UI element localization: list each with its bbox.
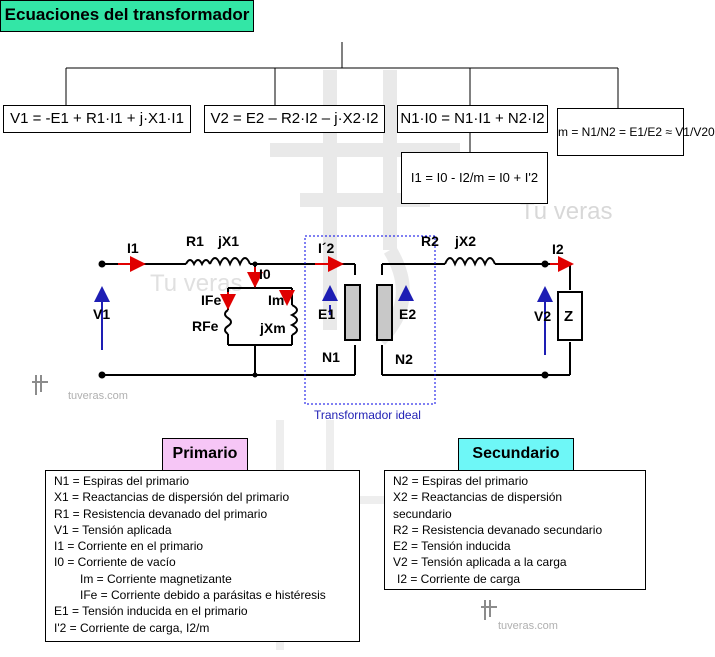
page-title: Ecuaciones del transformador: [4, 5, 250, 24]
title-box: Ecuaciones del transformador: [0, 0, 254, 32]
watermark-text-right: tuveras.com: [498, 620, 558, 632]
tree-connectors: [65, 42, 619, 152]
list-item: I2 = Corriente de carga: [397, 571, 521, 586]
label-n1: N1: [322, 349, 340, 365]
label-r2: R2: [421, 233, 439, 249]
label-z: Z: [564, 308, 574, 325]
secundario-title: Secundario: [458, 438, 574, 472]
label-jxm: jXm: [260, 320, 286, 336]
label-i2: I2: [552, 241, 564, 257]
list-item: N2 = Espiras del primario: [393, 474, 529, 488]
label-i2prime: I´2: [318, 240, 335, 256]
list-item: IFe = Corriente debido a parásitas e his…: [80, 588, 326, 603]
label-ife: IFe: [201, 292, 222, 308]
primario-list: N1 = Espiras del primario X1 = Reactanci…: [45, 470, 360, 642]
secundario-list: N2 = Espiras del primario X2 = Reactanci…: [384, 470, 646, 590]
r1-coil: [185, 259, 211, 267]
label-v2: V2: [534, 308, 552, 324]
label-rfe: RFe: [192, 318, 219, 334]
equation-m-box: m = N1/N2 = E1/E2 ≈ V1/V20: [557, 108, 715, 156]
label-ideal-transformer: Transformador ideal: [314, 408, 421, 422]
list-item: X1 = Reactancias de dispersión del prima…: [54, 490, 290, 505]
list-item: R2 = Resistencia devanado secundario: [393, 522, 603, 537]
label-jx2: jX2: [455, 233, 477, 249]
list-item: E1 = Tensión inducida en el primario: [54, 604, 248, 619]
list-item: secundario: [393, 506, 452, 521]
xm-coil: [289, 304, 298, 336]
list-item: N1 = Espiras del primario: [54, 474, 190, 488]
label-n2: N2: [395, 351, 413, 367]
list-item: I0 = Corriente de vacío: [54, 555, 176, 570]
equation-v2: V2 = E2 – R2·I2 – j·X2·I2: [210, 110, 379, 127]
equation-v2-box: V2 = E2 – R2·I2 – j·X2·I2: [204, 105, 385, 133]
list-item: E2 = Tensión inducida: [393, 539, 511, 554]
small-logo-left: [32, 375, 48, 395]
equation-i-box: I1 = I0 - I2/m = I0 + I'2: [401, 152, 548, 204]
core-secondary: [376, 284, 393, 341]
list-item: V1 = Tensión aplicada: [54, 522, 172, 537]
load-z-box: [557, 291, 583, 341]
equation-n: N1·I0 = N1·I1 + N2·I2: [400, 110, 545, 127]
core-primary: [344, 284, 361, 341]
ideal-transformer-box: [304, 235, 436, 405]
watermark-text-left: tuveras.com: [68, 390, 128, 402]
list-item: Im = Corriente magnetizante: [80, 571, 232, 586]
circuit-diagram: [94, 235, 583, 405]
equation-v1-box: V1 = -E1 + R1·I1 + j·X1·I1: [3, 105, 191, 133]
equation-i: I1 = I0 - I2/m = I0 + I'2: [410, 170, 539, 185]
list-item: V2 = Tensión aplicada a la carga: [393, 555, 567, 570]
list-item: I'2 = Corriente de carga, I2/m: [54, 620, 210, 635]
list-item: R1 = Resistencia devanado del primario: [54, 506, 268, 521]
equation-v1: V1 = -E1 + R1·I1 + j·X1·I1: [10, 110, 184, 127]
label-e1: E1: [318, 306, 336, 322]
small-logo-right: [481, 600, 497, 620]
label-i1: I1: [127, 240, 139, 256]
list-item: I1 = Corriente en el primario: [54, 539, 204, 554]
primario-title: Primario: [162, 438, 248, 472]
label-im: Im: [268, 292, 285, 308]
rfe-coil: [224, 309, 232, 335]
label-i0: I0: [259, 266, 271, 282]
equation-n-box: N1·I0 = N1·I1 + N2·I2: [397, 105, 548, 133]
x2-coil: [444, 257, 496, 267]
list-item: X2 = Reactancias de dispersión: [393, 490, 563, 505]
equation-m: m = N1/N2 = E1/E2 ≈ V1/V20: [558, 125, 715, 139]
label-v1: V1: [93, 306, 111, 322]
label-e2: E2: [399, 306, 417, 322]
x1-coil: [209, 257, 251, 267]
label-jx1: jX1: [218, 233, 240, 249]
label-r1: R1: [186, 233, 204, 249]
